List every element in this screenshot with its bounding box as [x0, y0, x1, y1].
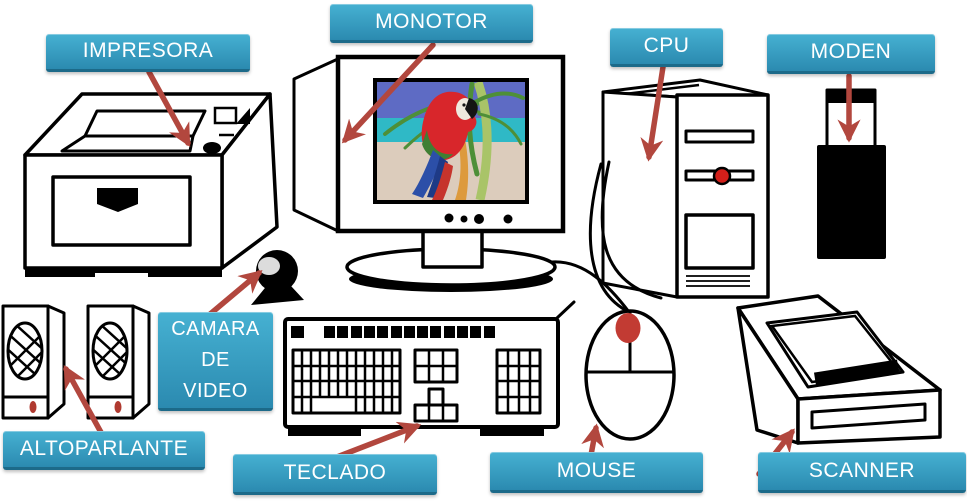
crt-monitor-drawing — [292, 54, 566, 292]
label-mouse: MOUSE — [490, 452, 703, 493]
cpu-vent-square — [684, 213, 755, 270]
speaker-right — [86, 304, 151, 420]
palm-stalk — [473, 82, 492, 200]
label-monotor-text: MONOTOR — [375, 9, 488, 33]
keyboard-feet — [288, 427, 544, 436]
label-impresora: IMPRESORA — [46, 34, 250, 72]
scanner-lid-bar — [813, 359, 900, 386]
speaker-led — [114, 401, 122, 413]
label-camara-line2: DE — [201, 348, 230, 371]
printer-output-recess — [51, 175, 192, 247]
speaker-left — [1, 304, 66, 420]
flatbed-scanner-drawing — [736, 294, 942, 445]
keyboard-main-block — [291, 348, 402, 415]
cpu-vent-lines — [686, 275, 750, 287]
webcam-lens — [258, 257, 280, 275]
scanner-front-slot — [810, 402, 927, 430]
printer-drawing — [23, 92, 279, 277]
label-cpu-text: CPU — [643, 33, 690, 57]
parrot-eye — [462, 103, 466, 107]
monitor-neck — [421, 229, 484, 269]
label-moden-text: MODEN — [810, 40, 892, 64]
speaker-cone-hatch — [8, 323, 42, 379]
speaker-led — [29, 401, 37, 413]
label-cpu: CPU — [610, 28, 723, 67]
label-moden: MODEN — [767, 34, 935, 74]
keyboard-drawing — [283, 300, 576, 436]
parrot-wing-green — [422, 130, 453, 160]
teclado-arrow — [334, 421, 422, 460]
camara-arrow — [206, 270, 263, 318]
label-altoparlante: ALTOPARLANTE — [3, 431, 205, 470]
cpu-drive-bay — [684, 129, 755, 144]
monitor-back-outline — [292, 56, 342, 233]
label-camara-de-video: CAMARA DE VIDEO — [158, 312, 273, 411]
keyboard-cable — [555, 300, 576, 320]
keyboard-numpad — [495, 348, 542, 415]
monitor-buttons — [444, 213, 513, 224]
label-scanner: SCANNER — [758, 452, 966, 493]
parrot-beak — [465, 98, 478, 119]
label-mouse-text: MOUSE — [556, 458, 637, 482]
speakers-drawing — [1, 304, 151, 420]
modem-body — [817, 145, 886, 259]
printer-feed-button — [213, 106, 238, 125]
impresora-arrow — [146, 69, 191, 148]
mouse-drawing — [584, 309, 676, 441]
label-teclado: TECLADO — [233, 454, 437, 495]
monotor-arrow — [341, 42, 436, 144]
label-camara-line1: CAMARA — [171, 317, 260, 340]
keyboard-nav-block — [413, 348, 459, 384]
label-monotor: MONOTOR — [330, 4, 533, 43]
screen-wallpaper-parrot — [377, 82, 525, 200]
printer-power-button — [203, 142, 221, 154]
cpu-arrow — [640, 64, 666, 162]
label-scanner-text: SCANNER — [808, 458, 916, 482]
label-altoparlante-text: ALTOPARLANTE — [19, 436, 189, 460]
webcam-drawing — [251, 250, 304, 305]
cpu-tower-drawing — [601, 78, 770, 299]
speaker-cone-hatch — [93, 323, 127, 379]
mouse-cable — [550, 160, 663, 314]
printer-paper-tray — [83, 109, 207, 138]
cpu-power-button — [712, 166, 732, 186]
perch-branch — [455, 134, 469, 200]
printer-base — [25, 268, 222, 277]
label-impresora-text: IMPRESORA — [82, 39, 214, 63]
printer-tray-lip — [60, 134, 195, 153]
mouse-scroll-wheel — [615, 313, 641, 343]
printer-feed-triangle-icon — [236, 108, 250, 124]
label-camara-line3: VIDEO — [183, 379, 248, 402]
parrot-tail-blue — [412, 150, 442, 198]
keyboard-function-keys — [291, 326, 495, 338]
keyboard-arrow-keys — [413, 387, 459, 423]
printer-paper-slot — [97, 188, 138, 212]
mouse-arrow — [581, 423, 604, 458]
altoparlante-arrow — [63, 364, 106, 439]
parrot-tail-red — [432, 162, 453, 200]
label-teclado-text: TECLADO — [283, 460, 387, 484]
parrot-tail-blue-dark — [427, 156, 448, 198]
